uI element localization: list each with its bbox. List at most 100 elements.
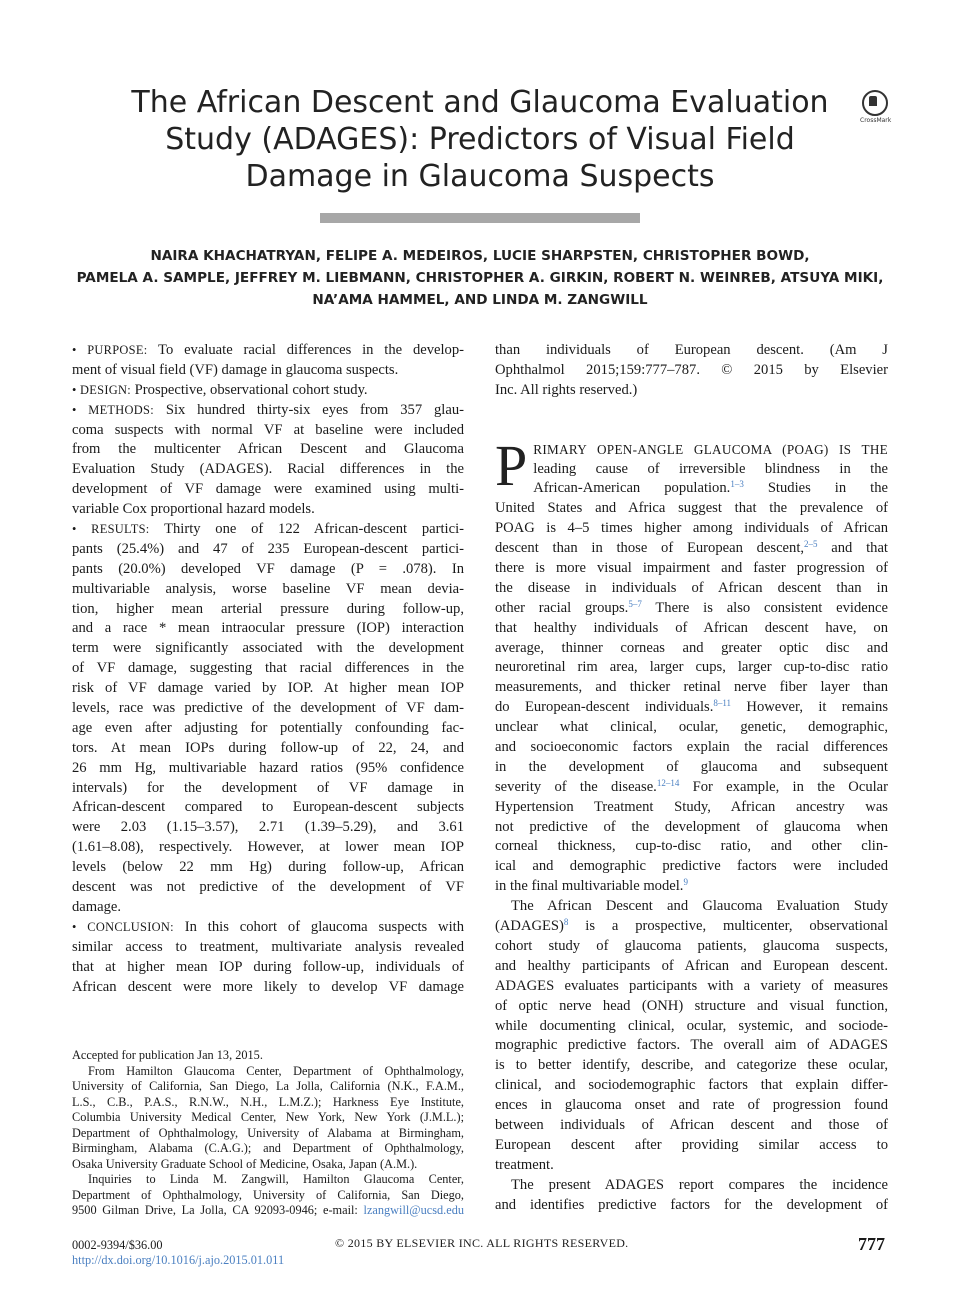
address-text: 9500 Gilman Drive, La Jolla, CA 92093-09… (72, 1203, 364, 1217)
body-text: (ADAGES) (495, 918, 564, 935)
email-link[interactable]: lzangwill@ucsd.edu (363, 1203, 464, 1217)
abstract-text: tors. At mean IOPs during follow-up of 2… (72, 739, 464, 756)
footer-identifiers: 0002-9394/$36.00 http://dx.doi.org/10.10… (72, 1238, 284, 1268)
abstract-text: from the multicenter African Descent and… (72, 441, 464, 458)
intro-text: leading cause of irreversible blindness … (533, 460, 888, 477)
citation-ref[interactable]: 8 (563, 917, 569, 928)
author-list: NAIRA KHACHATRYAN, FELIPE A. MEDEIROS, L… (60, 245, 900, 311)
issn-price: 0002-9394/$36.00 (72, 1238, 163, 1252)
intro-text: in the development of glaucoma and subse… (495, 758, 888, 775)
article-notes: Accepted for publication Jan 13, 2015. F… (72, 1048, 464, 1219)
body-text: mographic predictive factors. The overal… (495, 1037, 888, 1054)
abstract-text: descent was not predictive of the develo… (72, 879, 464, 896)
abstract-column: • PURPOSE: To evaluate racial difference… (72, 341, 464, 997)
page-number: 777 (858, 1234, 885, 1254)
citation-ref[interactable]: 1–3 (730, 479, 744, 490)
conclusion-label: • CONCLUSION: (72, 919, 174, 934)
abstract-text: Six hundred thirty-six eyes from 357 gla… (165, 401, 464, 418)
citation-ref[interactable]: 2–5 (804, 539, 818, 550)
inquiries-line: Department of Ophthalmology, University … (72, 1187, 464, 1202)
title-line: Study (ADAGES): Predictors of Visual Fie… (165, 122, 795, 157)
body-text: between individuals of African descent a… (495, 1116, 888, 1133)
intro-text: RIMARY OPEN-ANGLE GLAUCOMA (POAG) IS THE (533, 441, 888, 457)
body-text: is to better identify, describe, and cat… (495, 1057, 888, 1074)
body-text: ences in glaucoma onset and rate of prog… (495, 1097, 888, 1114)
body-text: clinical, and sociodemographic factors t… (495, 1077, 888, 1094)
results-label: • RESULTS: (72, 522, 150, 537)
abstract-text: 26 mm Hg, multivariable hazard ratios (9… (72, 759, 464, 776)
abstract-text: were 2.03 (1.15–3.57), 2.71 (1.39–5.29),… (72, 819, 464, 836)
title-divider (320, 213, 640, 223)
body-text: of optic nerve head (ONH) structure and … (495, 997, 888, 1014)
purpose-label: • PURPOSE: (72, 343, 148, 357)
abstract-results: • RESULTS: Thirty one of 122 African-des… (72, 520, 464, 918)
abstract-text: and a race * mean intraocular pressure (… (72, 620, 464, 637)
affiliation-line: From Hamilton Glaucoma Center, Departmen… (88, 1063, 464, 1078)
design-label: • DESIGN: (72, 382, 132, 397)
abstract-text: multivariable analysis, worse baseline V… (72, 580, 464, 597)
intro-text: and that (817, 540, 888, 557)
abstract-conclusion: • CONCLUSION: In this cohort of glaucoma… (72, 918, 464, 998)
title-line: Damage in Glaucoma Suspects (245, 159, 715, 194)
intro-text: For example, in the Ocular (679, 778, 889, 795)
citation-ref[interactable]: 12–14 (656, 777, 680, 788)
abstract-text: than individuals of European descent. (A… (495, 342, 888, 358)
intro-text: Hypertension Treatment Study, African an… (495, 798, 888, 815)
abstract-text: risk of VF damage varied by IOP. At high… (72, 680, 464, 697)
intro-text: measurements, and thicker retinal nerve … (495, 679, 888, 696)
abstract-text: variable Cox proportional hazard models. (72, 501, 315, 518)
abstract-text: levels, race was predictive of the devel… (72, 700, 464, 717)
affiliation-line: L.S., C.B., P.A.S., R.N.W., N.H., L.M.Z.… (72, 1094, 464, 1109)
article-title: The African Descent and Glaucoma Evaluat… (110, 84, 850, 195)
citation-ref[interactable]: 5–7 (628, 598, 642, 609)
intro-text: that healthy individuals of African desc… (495, 619, 888, 636)
intro-text: corneal thickness, cup-to-disc ratio, an… (495, 838, 888, 855)
crossmark-disc-icon (862, 90, 888, 116)
body-text: and identifies predictive factors for th… (495, 1196, 888, 1213)
crossmark-icon[interactable]: CrossMark (860, 90, 892, 124)
body-column: than individuals of European descent. (A… (495, 341, 888, 1215)
intro-text: descent than in those of European descen… (495, 540, 805, 557)
intro-text: United States and Africa suggest that th… (495, 500, 888, 517)
intro-text: unclear what clinical, ocular, genetic, … (495, 719, 888, 736)
intro-text: POAG is 4–5 times higher among individua… (495, 520, 888, 537)
intro-text: ical and demographic predictive factors … (495, 858, 888, 875)
citation-ref[interactable]: 8–11 (713, 698, 732, 709)
intro-text: severity of the disease. (495, 778, 657, 795)
abstract-methods: • METHODS: Six hundred thirty-six eyes f… (72, 401, 464, 520)
abstract-text: Inc. All rights reserved.) (495, 381, 638, 398)
adages-paragraph: The African Descent and Glaucoma Evaluat… (495, 897, 888, 1175)
doi-link[interactable]: http://dx.doi.org/10.1016/j.ajo.2015.01.… (72, 1253, 285, 1267)
title-line: The African Descent and Glaucoma Evaluat… (131, 85, 829, 120)
abstract-text: To evaluate racial differences in the de… (158, 342, 465, 358)
abstract-text: similar access to treatment, multivariat… (72, 938, 464, 955)
body-text: is a prospective, multicenter, observati… (568, 918, 888, 935)
intro-paragraph: P RIMARY OPEN-ANGLE GLAUCOMA (POAG) IS T… (495, 432, 889, 897)
methods-label: • METHODS: (72, 402, 154, 417)
abstract-text: Evaluation Study (ADAGES). Racial differ… (72, 461, 464, 478)
citation-ref[interactable]: 9 (683, 877, 688, 888)
abstract-text: ment of visual field (VF) damage in glau… (72, 361, 399, 378)
intro-text: neuroretinal rim area, larger cups, larg… (495, 659, 888, 676)
abstract-text: coma suspects with normal VF at baseline… (72, 421, 464, 438)
abstract-text: levels (below 22 mm Hg) during follow-up… (72, 859, 464, 876)
body-text: cohort study of glaucoma patients, glauc… (495, 937, 888, 954)
copyright-notice: © 2015 BY ELSEVIER INC. ALL RIGHTS RESER… (335, 1236, 628, 1252)
author-line: PAMELA A. SAMPLE, JEFFREY M. LIEBMANN, C… (76, 270, 884, 286)
crossmark-label: CrossMark (860, 117, 892, 124)
abstract-text: intervals) for the development of VF dam… (72, 779, 464, 796)
body-text: The African Descent and Glaucoma Evaluat… (511, 898, 888, 915)
abstract-text: tion, higher mean arterial pressure duri… (72, 600, 464, 617)
affiliation-line: Columbia University Medical Center, New … (72, 1110, 464, 1124)
affiliation-line: University of California, San Diego, La … (72, 1079, 464, 1093)
body-text: treatment. (495, 1156, 554, 1173)
intro-text: Studies in the (743, 480, 888, 497)
intro-text: the disease in individuals of African de… (495, 579, 888, 596)
author-line: NAIRA KHACHATRYAN, FELIPE A. MEDEIROS, L… (150, 248, 810, 264)
drop-cap: P (495, 432, 528, 498)
abstract-text: of VF damage, suggesting that racial dif… (72, 660, 464, 677)
body-text: European descent after providing similar… (495, 1136, 888, 1153)
affiliation-line: Osaka University Graduate School of Medi… (72, 1156, 418, 1171)
abstract-text: In this cohort of glaucoma suspects with (184, 918, 464, 935)
affiliation-line: Birmingham, Alabama (C.A.G.); and Depart… (72, 1141, 464, 1155)
